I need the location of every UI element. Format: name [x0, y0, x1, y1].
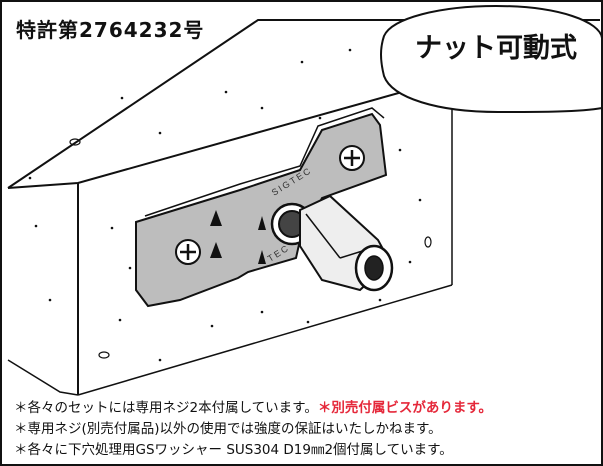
slot-arrow-marks	[210, 210, 222, 258]
patent-number: 特許第2764232号	[16, 18, 205, 42]
notes-block: ＊各々のセットには専用ネジ2本付属しています。＊別売付属ビスがあります。 ＊専用…	[14, 398, 599, 461]
badge-oval	[380, 4, 603, 114]
badge-label: ナット可動式	[415, 33, 577, 64]
note-item: ＊各々に下穴処理用GSワッシャー SUS304 D19㎜2個付属しています。	[14, 442, 453, 458]
highlight-text: ＊別売付属ビスがあります。	[317, 400, 492, 416]
note-item: ＊各々のセットには専用ネジ2本付属しています。＊別売付属ビスがあります。	[14, 400, 492, 416]
note-item: ＊専用ネジ(別売付属品)以外の使用では強度の保証はいたしかねます。	[14, 421, 442, 437]
concrete-speckles	[28, 48, 422, 362]
